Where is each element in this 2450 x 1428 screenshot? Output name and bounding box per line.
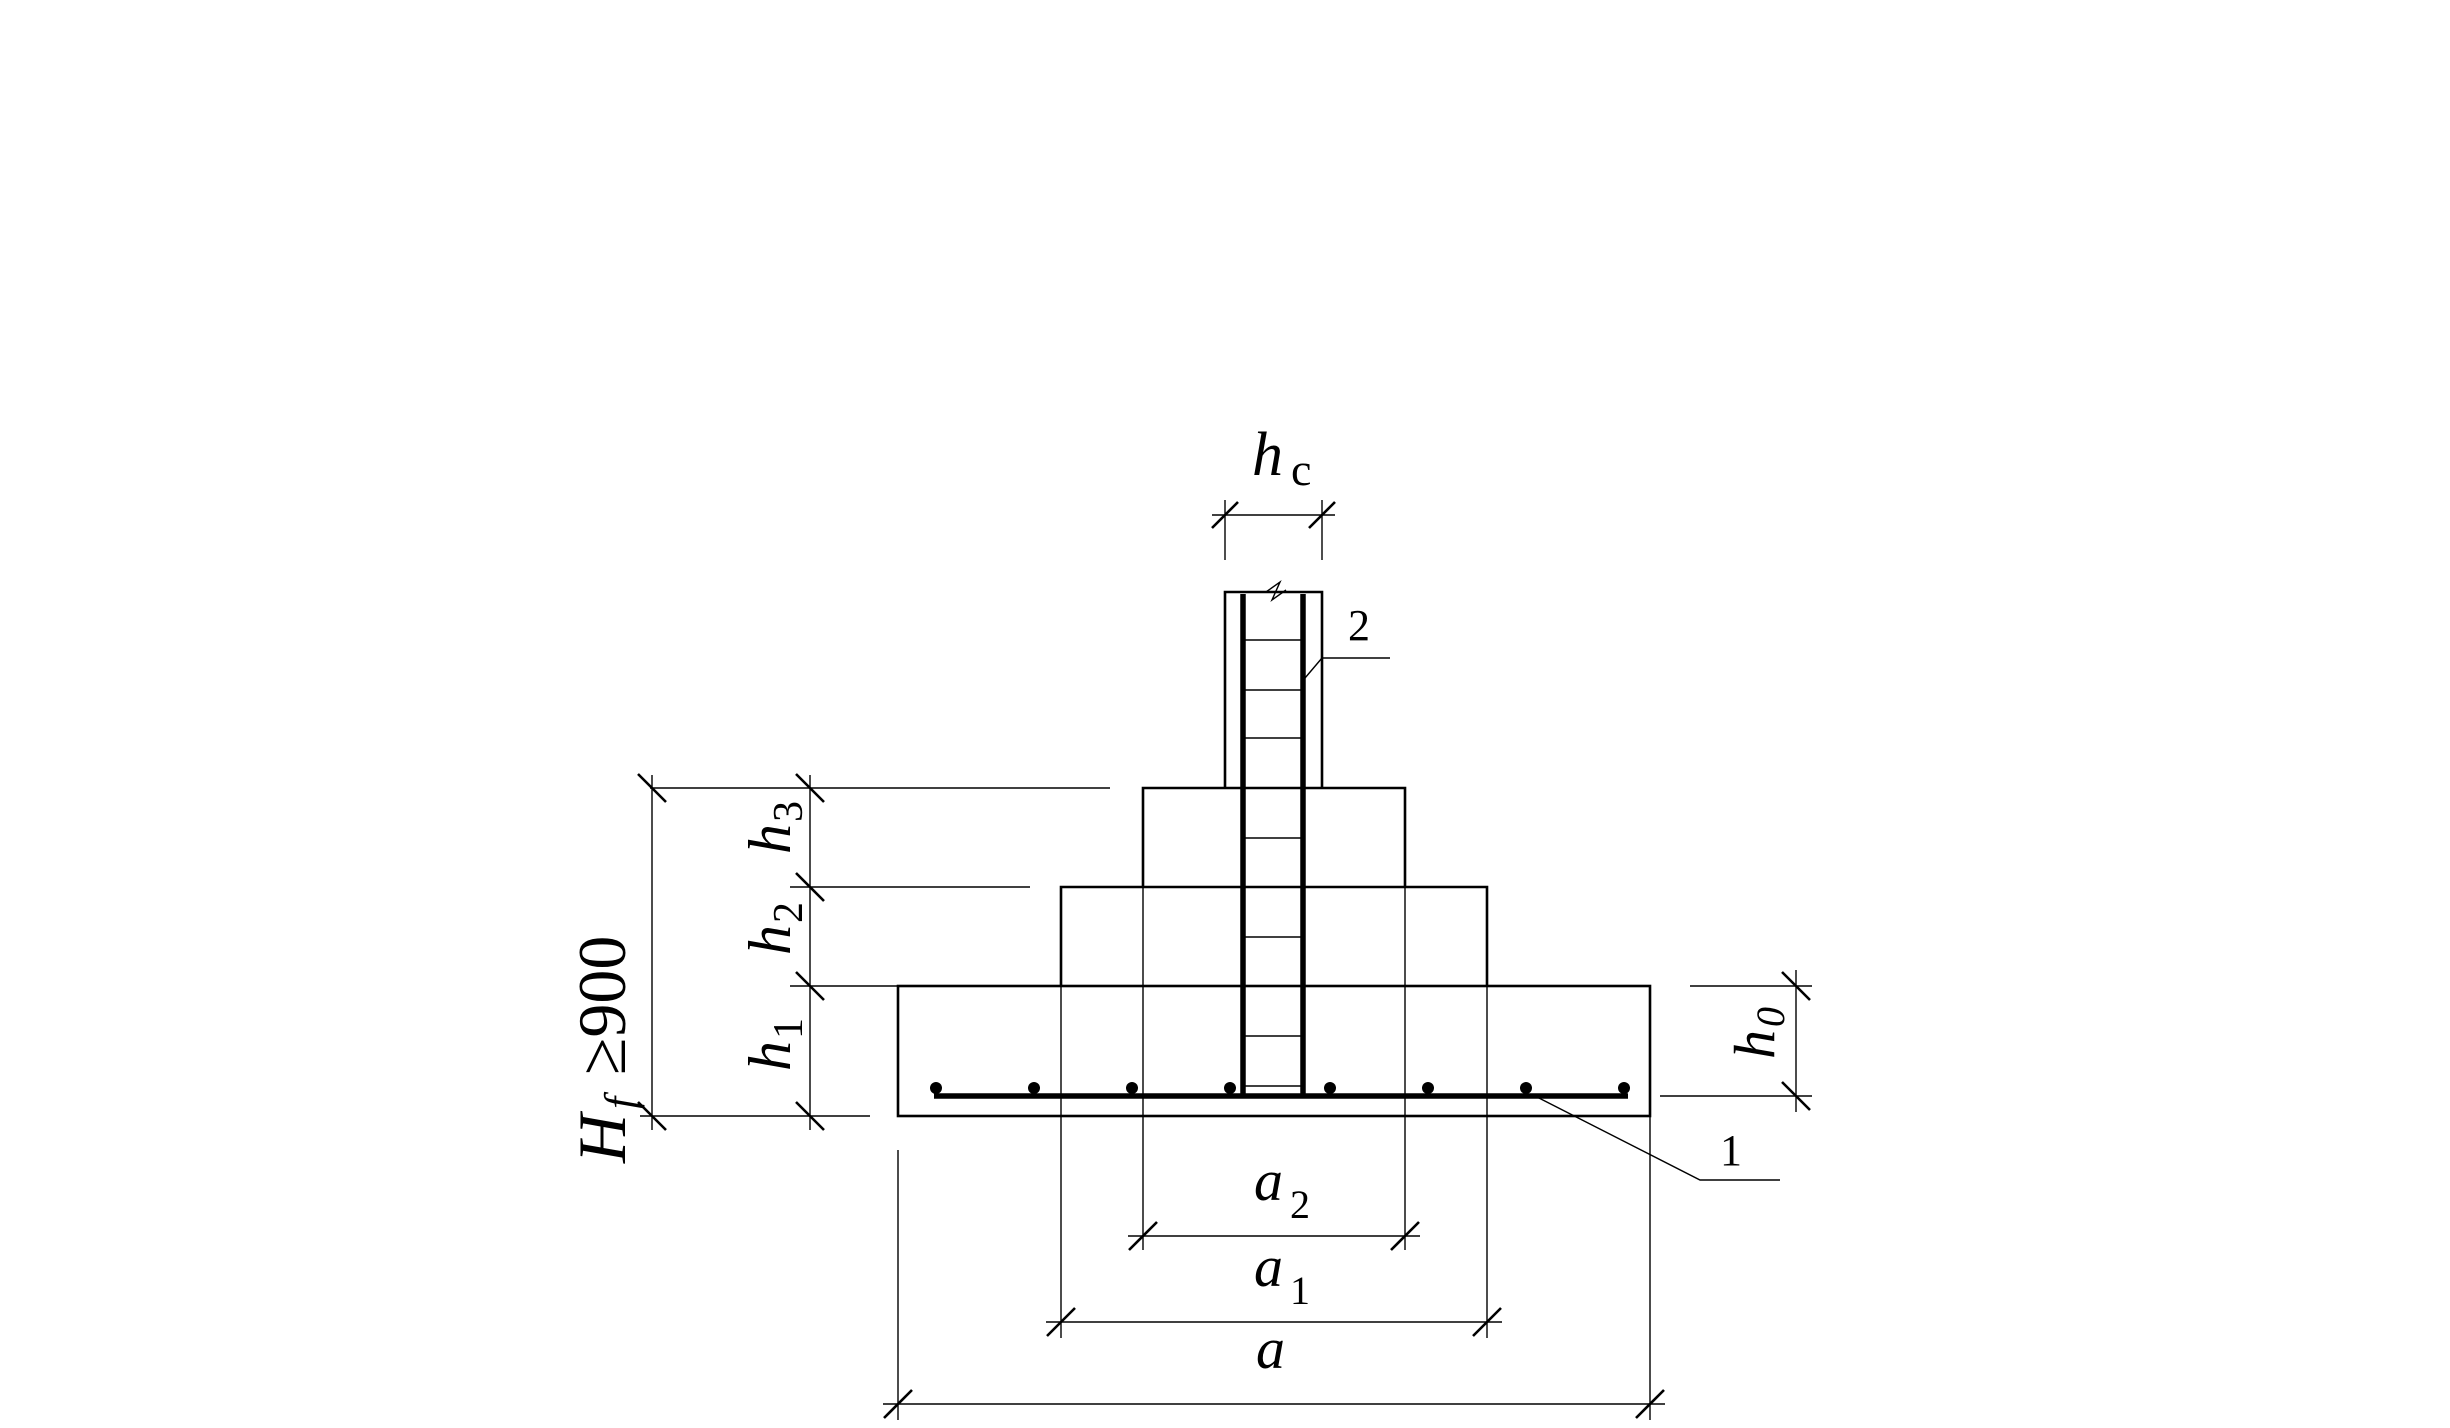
dim-hf (637, 773, 667, 1131)
label-a: a (1256, 1316, 1285, 1381)
dim-hc (1211, 500, 1336, 560)
label-a1: a (1254, 1234, 1283, 1299)
label-h1: h (737, 1041, 803, 1071)
label-h2-sub: 2 (766, 902, 812, 923)
callout-2-leader (1304, 657, 1390, 679)
label-callout-2: 2 (1348, 601, 1370, 650)
dim-a2 (1128, 887, 1420, 1251)
bottom-reinforcement (930, 1082, 1630, 1099)
label-a1-sub: 1 (1290, 1268, 1310, 1313)
label-h0-sub: 0 (1748, 1007, 1793, 1027)
dim-a (883, 1116, 1665, 1420)
label-callout-1: 1 (1720, 1126, 1742, 1175)
column-break-mark (1265, 579, 1287, 603)
label-hf-value: ≥900 (564, 936, 640, 1075)
label-h1-sub: 1 (766, 1018, 812, 1039)
label-hf-sub: f (596, 1091, 645, 1109)
label-a2-sub: 2 (1290, 1182, 1310, 1227)
label-h3: h (737, 824, 803, 854)
label-hc-sub: c (1291, 444, 1311, 495)
label-h3-sub: 3 (766, 801, 812, 822)
callout-1-leader (1534, 1095, 1780, 1181)
dim-a1 (1046, 986, 1502, 1338)
label-h0: h (1722, 1030, 1787, 1059)
dim-h-chain (640, 773, 1110, 1131)
dim-h0 (1660, 970, 1812, 1112)
label-h2: h (737, 925, 803, 955)
label-a2: a (1254, 1148, 1283, 1213)
label-hc: h (1252, 421, 1283, 489)
column-reinforcement (1240, 594, 1306, 1094)
label-hf: H (564, 1110, 640, 1164)
